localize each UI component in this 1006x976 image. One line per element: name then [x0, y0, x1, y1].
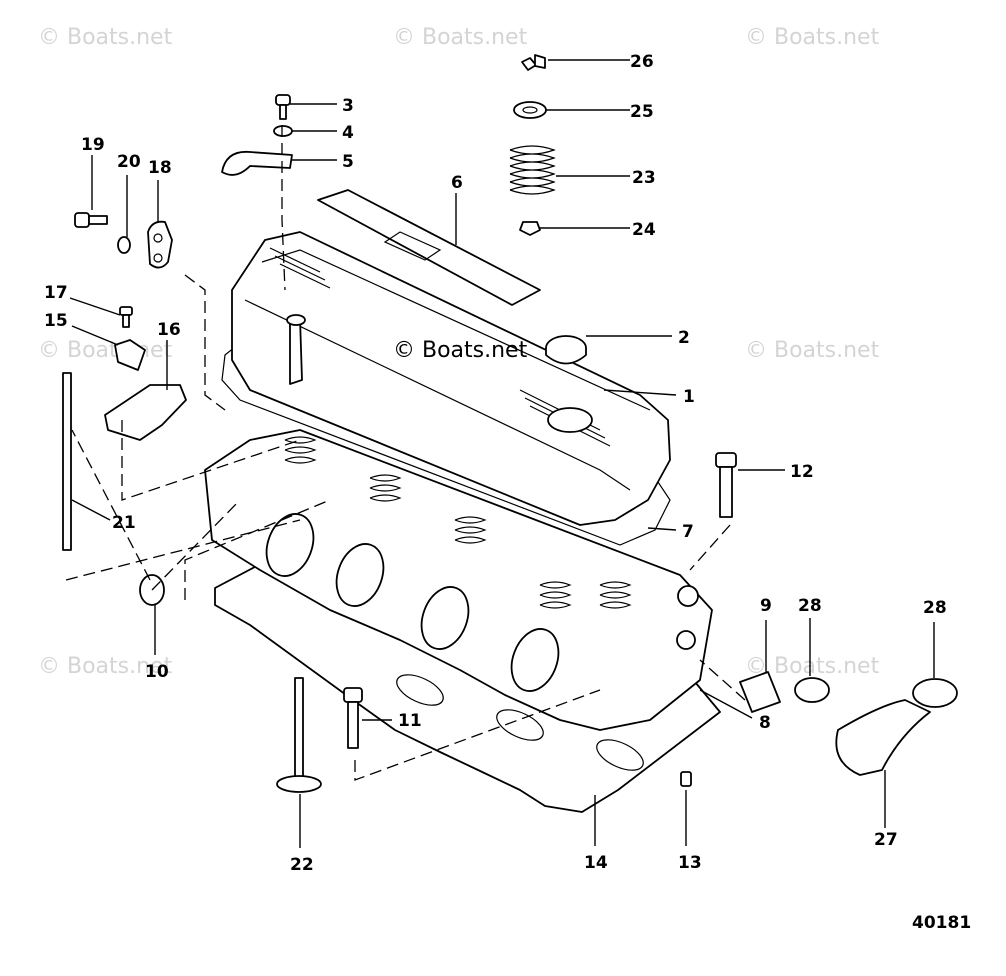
leader-lines — [69, 59, 935, 848]
cylinder-head — [204, 429, 713, 731]
cover-screw — [275, 94, 291, 120]
watermark: © Boats.net — [38, 338, 173, 363]
rocker-bolt — [119, 306, 133, 328]
callout-11: 11 — [398, 711, 422, 731]
water-sleeve — [739, 671, 781, 713]
callout-23: 23 — [632, 168, 656, 188]
head-bolt-long — [715, 452, 737, 518]
callout-27: 27 — [874, 830, 898, 850]
alignment-lines — [65, 125, 746, 781]
watermark: © Boats.net — [393, 25, 528, 50]
decal — [317, 189, 541, 306]
watermark: © Boats.net — [745, 25, 880, 50]
callout-18: 18 — [148, 158, 172, 178]
valve-spring-assembly — [509, 54, 556, 236]
watermark: © Boats.net — [38, 25, 173, 50]
callout-16: 16 — [157, 320, 181, 340]
callout-19: 19 — [81, 135, 105, 155]
callout-21: 21 — [112, 513, 136, 533]
rocker-arm — [104, 384, 187, 441]
callout-26: 26 — [630, 52, 654, 72]
lifting-bracket — [147, 220, 173, 269]
callout-17: 17 — [44, 283, 68, 303]
callout-7: 7 — [682, 522, 694, 542]
parts-drawing — [62, 54, 958, 813]
watermark: © Boats.net — [745, 338, 880, 363]
diagram-id: 40181 — [912, 913, 971, 933]
valve — [276, 677, 322, 793]
rocker-arm-cover — [231, 231, 671, 526]
callout-9: 9 — [760, 596, 772, 616]
water-hose — [835, 699, 931, 776]
lock-washer — [117, 236, 131, 254]
callout-6: 6 — [451, 173, 463, 193]
hose-clamp — [912, 678, 958, 708]
callout-3: 3 — [342, 96, 354, 116]
pipe-plug — [680, 771, 692, 787]
callout-28: 28 — [923, 598, 947, 618]
callout-4: 4 — [342, 123, 354, 143]
push-rod — [62, 372, 72, 551]
callout-25: 25 — [630, 102, 654, 122]
callout-10: 10 — [145, 662, 169, 682]
callout-1: 1 — [683, 387, 695, 407]
callout-2: 2 — [678, 328, 690, 348]
oil-fill-cap — [545, 335, 587, 365]
rocker-ball — [114, 339, 146, 371]
callout-12: 12 — [790, 462, 814, 482]
wire-clip — [221, 150, 293, 176]
callout-13: 13 — [678, 853, 702, 873]
callout-22: 22 — [290, 855, 314, 875]
callout-28: 28 — [798, 596, 822, 616]
hose-clamp — [794, 677, 830, 703]
head-bolt-short — [343, 687, 363, 749]
breather-tube — [289, 317, 303, 385]
callout-20: 20 — [117, 152, 141, 172]
washer — [273, 125, 293, 137]
callout-labels: 26 25 23 24 3 4 5 6 2 1 12 7 8 9 28 28 2… — [44, 52, 947, 875]
callout-14: 14 — [584, 853, 608, 873]
callout-24: 24 — [632, 220, 656, 240]
callout-15: 15 — [44, 311, 68, 331]
callout-8: 8 — [759, 713, 771, 733]
watermark: © Boats.net — [38, 654, 173, 679]
callout-5: 5 — [342, 152, 354, 172]
center-watermark: © Boats.net — [393, 338, 528, 363]
stud — [74, 212, 108, 228]
